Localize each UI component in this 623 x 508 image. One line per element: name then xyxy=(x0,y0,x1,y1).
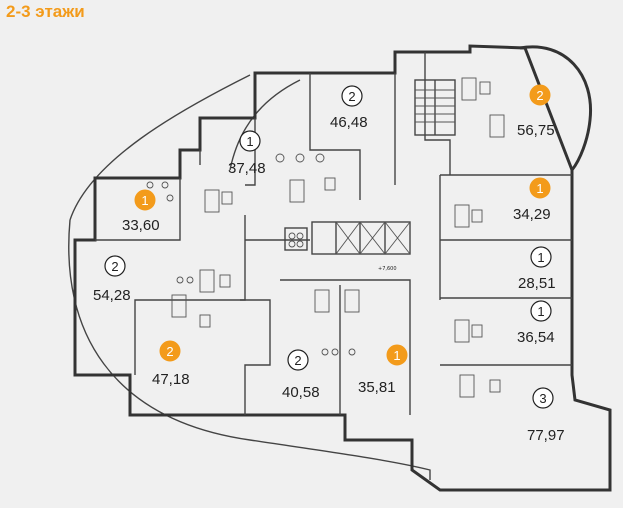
room-count: 3 xyxy=(539,391,546,406)
unit-u8[interactable]: 1 36,54 xyxy=(517,300,555,346)
unit-area: 35,81 xyxy=(358,379,396,396)
room-count-badge xyxy=(529,177,551,199)
elevator-block xyxy=(284,221,411,255)
room-count: 1 xyxy=(537,250,544,265)
unit-u3[interactable]: 1 37,48 xyxy=(228,130,266,177)
room-count-badge xyxy=(532,387,554,409)
unit-u11[interactable]: 1 35,81 xyxy=(358,344,408,396)
room-count-badge xyxy=(529,84,551,106)
unit-area: 33,60 xyxy=(122,217,160,234)
unit-area: 77,97 xyxy=(527,427,565,444)
floor-title: 2-3 этажи xyxy=(6,2,85,21)
room-count-badge xyxy=(386,344,408,366)
unit-u10[interactable]: 2 40,58 xyxy=(282,349,320,401)
room-count: 1 xyxy=(141,193,148,208)
room-count: 2 xyxy=(348,89,355,104)
site-outline-top xyxy=(229,79,301,171)
room-count: 1 xyxy=(536,181,543,196)
unit-area: 34,29 xyxy=(513,206,551,223)
room-count: 2 xyxy=(294,353,301,368)
unit-u2[interactable]: 2 46,48 xyxy=(330,85,368,131)
unit-area: 47,18 xyxy=(152,371,190,388)
unit-u9[interactable]: 2 47,18 xyxy=(152,340,190,388)
building-outline xyxy=(73,44,612,492)
round-bay xyxy=(519,45,593,171)
interior-walls xyxy=(95,52,572,415)
unit-area: 54,28 xyxy=(93,287,131,304)
room-count-badge xyxy=(341,85,363,107)
room-count-badge xyxy=(104,255,126,277)
unit-area: 46,48 xyxy=(330,114,368,131)
room-count: 1 xyxy=(537,304,544,319)
site-outline xyxy=(68,74,431,480)
unit-area: 37,48 xyxy=(228,160,266,177)
unit-u5[interactable]: 1 34,29 xyxy=(513,177,551,223)
room-count: 2 xyxy=(111,259,118,274)
unit-u12[interactable]: 3 77,97 xyxy=(527,387,565,444)
room-count: 1 xyxy=(246,134,253,149)
room-count-badge xyxy=(239,130,261,152)
room-count-badge xyxy=(134,189,156,211)
stair-level-label: +7,600 xyxy=(378,266,397,272)
unit-area: 56,75 xyxy=(517,122,555,139)
unit-area: 40,58 xyxy=(282,384,320,401)
unit-u4[interactable]: 1 33,60 xyxy=(122,189,160,234)
room-count-badge xyxy=(530,246,552,268)
staircase xyxy=(414,79,456,136)
room-count: 2 xyxy=(536,88,543,103)
room-count: 1 xyxy=(393,348,400,363)
sanitary-fixtures xyxy=(146,77,505,398)
unit-area: 36,54 xyxy=(517,329,555,346)
room-count-badge xyxy=(530,300,552,322)
room-count: 2 xyxy=(166,344,173,359)
room-count-badge xyxy=(159,340,181,362)
unit-u6[interactable]: 1 28,51 xyxy=(518,246,556,292)
unit-u7[interactable]: 2 54,28 xyxy=(93,255,131,304)
unit-u1[interactable]: 2 56,75 xyxy=(517,84,555,139)
room-count-badge xyxy=(287,349,309,371)
unit-area: 28,51 xyxy=(518,275,556,292)
